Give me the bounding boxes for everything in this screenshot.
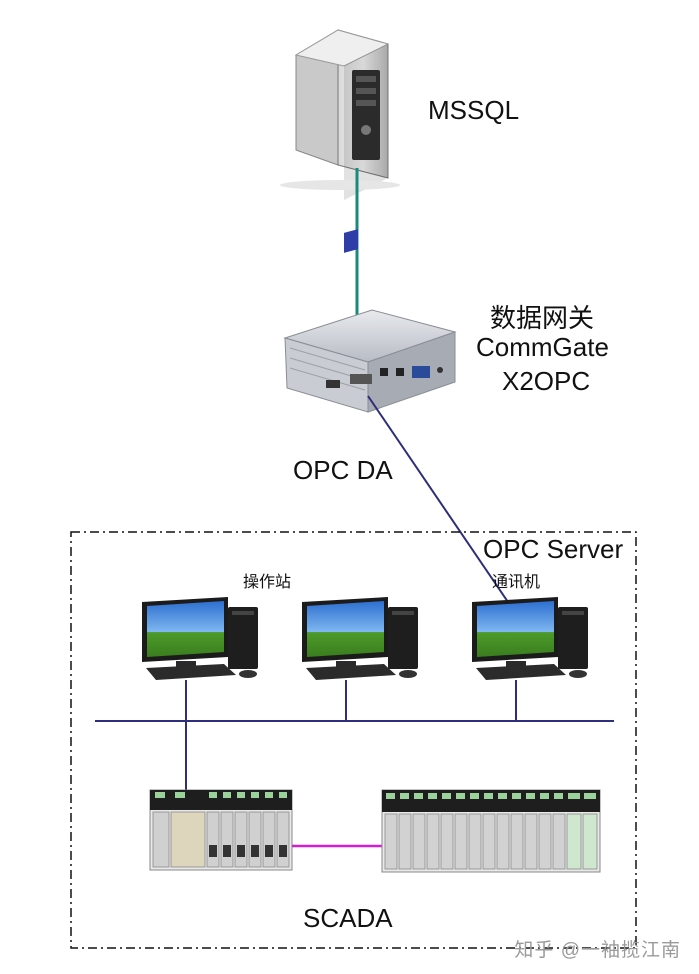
protocol-label: OPC DA — [293, 455, 393, 485]
network-bus — [95, 680, 614, 793]
opc-server-label: OPC Server — [483, 534, 624, 564]
scada-label: SCADA — [303, 903, 393, 933]
workstation-icon — [302, 597, 418, 680]
gateway-name-label: 数据网关 — [490, 303, 595, 333]
scada-boundary — [70, 531, 637, 949]
gateway-model-label: X2OPC — [502, 366, 591, 396]
workstation-icon — [142, 597, 258, 680]
plc-rack-icon — [381, 789, 601, 873]
operator-station-label: 操作站 — [243, 574, 292, 591]
watermark: 知乎 @一袖揽江南 — [514, 940, 681, 961]
db-label: MSSQL — [428, 95, 520, 125]
workstation-icon — [472, 597, 588, 680]
plc-rack-icon — [149, 789, 293, 871]
server-icon — [280, 29, 400, 200]
comm-machine-label: 通讯机 — [492, 574, 541, 591]
gateway-product-label: CommGate — [476, 332, 609, 362]
gateway-opc-link — [367, 395, 511, 606]
gateway-box-icon — [283, 229, 457, 413]
